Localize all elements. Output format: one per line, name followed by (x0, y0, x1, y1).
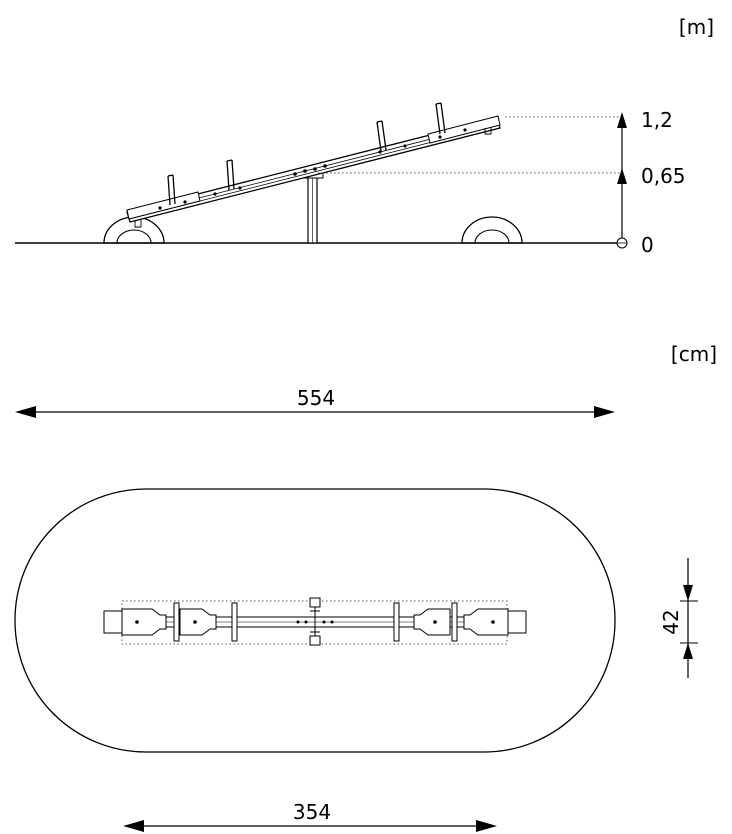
level-label-ground: 0 (641, 233, 654, 257)
height-dimension (616, 112, 628, 249)
handles (167, 102, 446, 206)
right-tire (461, 216, 523, 244)
length-dimension (15, 406, 615, 418)
level-label-high: 1,2 (641, 108, 673, 132)
plan-bolts (135, 620, 495, 624)
side-view: [m] (15, 15, 714, 257)
length-label: 554 (297, 386, 335, 410)
safety-area-outline (14, 488, 616, 753)
top-view: [cm] 554 (14, 342, 717, 832)
seesaw-plan (103, 597, 527, 646)
width-dimension (680, 558, 698, 678)
unit-meters-label: [m] (679, 15, 714, 39)
inner-length-dimension (123, 820, 497, 832)
level-label-mid: 0,65 (641, 164, 686, 188)
unit-centimeters-label: [cm] (671, 342, 717, 366)
inner-length-label: 354 (293, 800, 331, 824)
width-label: 42 (659, 609, 683, 634)
center-post (301, 169, 324, 244)
